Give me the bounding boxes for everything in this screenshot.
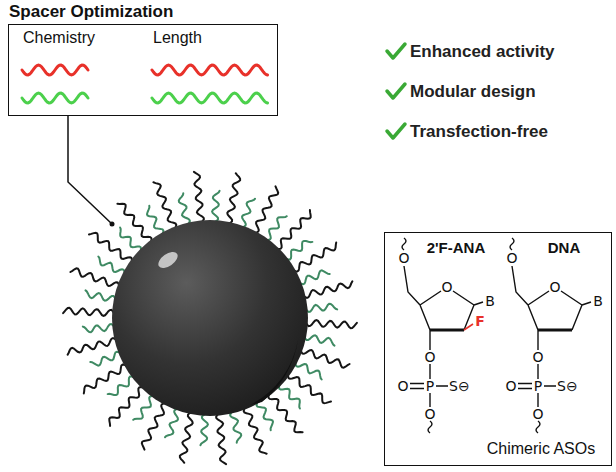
nucleotide-bonds xyxy=(402,238,483,433)
spacer-strand xyxy=(212,191,220,222)
atom-symbol: F xyxy=(475,314,485,328)
atom-symbol: O xyxy=(441,280,452,294)
leader-dot xyxy=(110,222,115,227)
check-marks xyxy=(387,44,405,138)
oligo-strand xyxy=(180,412,193,463)
bond xyxy=(474,302,483,305)
check-mark xyxy=(387,44,405,58)
atom-symbol: O xyxy=(397,379,408,393)
nanoparticle-core xyxy=(112,220,308,416)
atom-symbol: B xyxy=(485,294,495,308)
spacer-strand xyxy=(200,414,208,445)
atom-symbol: P xyxy=(534,379,542,393)
atom-symbol: O xyxy=(506,251,517,265)
fluorine-bond xyxy=(464,324,473,330)
spacer-strand xyxy=(120,228,141,252)
column-label: Length xyxy=(153,29,202,47)
check-mark xyxy=(387,124,405,138)
spacer-strand xyxy=(86,290,116,300)
nucleotide-bonds xyxy=(510,238,591,433)
spacer-wave xyxy=(152,65,268,75)
spacer-strand xyxy=(257,401,273,430)
oligo-strand xyxy=(269,394,303,433)
oligo-strand xyxy=(306,320,357,328)
oligo-strand xyxy=(254,186,278,232)
sugar-ring-front xyxy=(430,328,464,331)
oligo-strand xyxy=(68,338,117,355)
oligo-strand xyxy=(117,204,151,243)
atom-symbol: S⊖ xyxy=(557,379,578,393)
box-heading: Spacer Optimization xyxy=(9,2,173,22)
benefit-text: Modular design xyxy=(410,82,536,102)
oligo-strand xyxy=(303,281,352,298)
oligo-strand xyxy=(153,182,176,229)
spacer-strand xyxy=(133,396,154,420)
spacer-strand xyxy=(299,270,330,284)
spacer-wave xyxy=(22,93,88,103)
spacer-strand xyxy=(108,377,135,396)
spacer-strand xyxy=(304,335,334,345)
benefit-text: Enhanced activity xyxy=(410,42,555,62)
oligo-strand xyxy=(293,243,336,272)
atom-symbol: S⊖ xyxy=(449,379,470,393)
leader-line xyxy=(68,116,112,224)
structure-name: DNA xyxy=(548,239,581,256)
double-bond xyxy=(410,384,424,389)
atom-symbol: O xyxy=(398,251,409,265)
spacer-strand xyxy=(165,409,178,438)
check-mark xyxy=(387,84,405,98)
spacer-strand xyxy=(83,324,115,332)
spacer-strand xyxy=(286,241,313,260)
spacer-strands xyxy=(63,172,357,464)
atom-symbol: O xyxy=(549,280,560,294)
oligo-strand xyxy=(276,210,310,249)
spacer-strand xyxy=(230,411,241,442)
spacer-samples xyxy=(22,65,268,103)
spacer-wave xyxy=(152,93,268,103)
benefit-text: Transfection-free xyxy=(410,122,548,142)
chain-squiggle xyxy=(428,421,432,433)
oligo-strand xyxy=(227,173,240,224)
chain-squiggle xyxy=(402,238,406,250)
oligo-strand xyxy=(244,407,267,454)
oligo-strand xyxy=(70,268,119,286)
column-label: Chemistry xyxy=(23,29,95,47)
spacer-strand xyxy=(90,352,121,366)
spacer-wave xyxy=(22,65,88,75)
atom-symbol: O xyxy=(505,379,516,393)
oligo-strand xyxy=(84,365,127,394)
atom-symbol: O xyxy=(424,407,435,421)
spacer-strand xyxy=(242,199,255,228)
core-highlight xyxy=(156,249,181,271)
structure-name: 2'F-ANA xyxy=(427,239,486,256)
sugar-ring xyxy=(420,291,474,330)
atom-symbol: P xyxy=(426,379,434,393)
atom-symbol: O xyxy=(532,350,543,364)
spacer-strand xyxy=(279,384,300,408)
oligo-strand xyxy=(109,387,143,426)
atom-symbol: O xyxy=(424,350,435,364)
box-caption: Chimeric ASOs xyxy=(487,440,595,458)
atom-symbol: O xyxy=(532,407,543,421)
aso-box: 2'F-ANA DNA Chimeric ASOs xyxy=(384,232,612,466)
oligo-strand xyxy=(142,403,166,449)
spacer-strand xyxy=(306,304,338,312)
oligo-strand xyxy=(216,414,226,465)
spacer-strand xyxy=(266,216,287,240)
spacer-strand xyxy=(147,206,163,235)
bond xyxy=(404,266,420,305)
spacer-box: Spacer OptimizationChemistryLength xyxy=(8,24,278,116)
atom-symbol: B xyxy=(593,294,603,308)
oligo-strand xyxy=(63,308,114,316)
spacer-strand xyxy=(179,193,190,224)
oligo-strand xyxy=(194,172,204,223)
core-shadow xyxy=(250,340,298,405)
oligo-strand xyxy=(301,350,350,368)
